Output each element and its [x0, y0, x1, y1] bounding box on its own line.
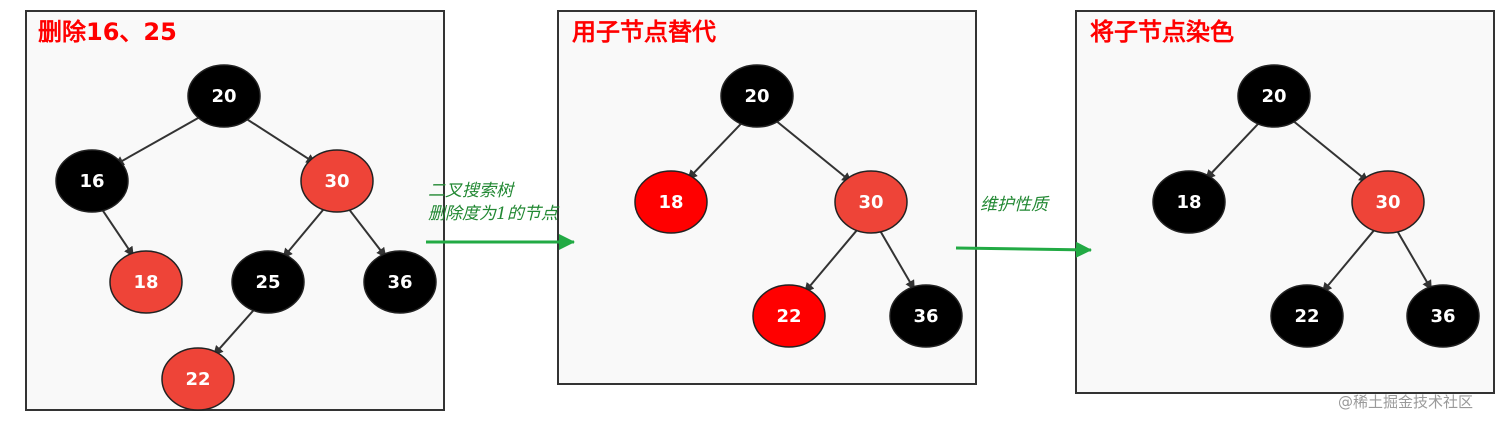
- node-circle: [231, 250, 305, 314]
- tree-nodes: 20 16 30 18 25 36 22: [55, 64, 437, 411]
- tree-edge-20-30: [1287, 116, 1369, 183]
- tree-node-16: 16: [55, 149, 129, 213]
- tree-node-20: 20: [720, 64, 794, 128]
- transition-arrow-1: 二叉搜索树 删除度为1的节点: [426, 181, 575, 250]
- node-label: 18: [658, 192, 683, 213]
- tree-edge-20-18: [687, 119, 746, 180]
- tree-edges: [687, 116, 916, 293]
- node-label: 36: [387, 272, 412, 293]
- panel-title: 用子节点替代: [572, 18, 716, 46]
- panel-delete-16-25: 删除16、25 20 16 30 18 25 36 22: [25, 10, 445, 411]
- tree-edge-20-18: [1205, 119, 1263, 180]
- node-label: 16: [79, 171, 104, 192]
- tree-node-36: 36: [1406, 284, 1480, 348]
- node-circle: [300, 149, 374, 213]
- tree-edge-25-22: [213, 306, 258, 356]
- tree-edge-30-25: [282, 205, 327, 259]
- tree-node-18: 18: [1152, 170, 1226, 234]
- tree-node-25: 25: [231, 250, 305, 314]
- tree-node-18: 18: [109, 250, 183, 314]
- panel-title: 将子节点染色: [1090, 18, 1234, 46]
- tree-edge-30-22: [1321, 226, 1378, 293]
- panel-recolor-child: 将子节点染色 20 18 30 22 36: [1075, 10, 1495, 394]
- tree-node-30: 30: [1351, 170, 1425, 234]
- node-circle: [752, 284, 826, 348]
- panel-replace-with-child: 用子节点替代 20 18 30 22 36: [557, 10, 977, 385]
- tree-node-22: 22: [161, 347, 235, 411]
- node-circle: [187, 64, 261, 128]
- tree-node-36: 36: [889, 284, 963, 348]
- node-label: 20: [211, 86, 236, 107]
- node-label: 20: [744, 86, 769, 107]
- tree-node-22: 22: [752, 284, 826, 348]
- tree-nodes: 20 18 30 22 36: [1152, 64, 1480, 348]
- watermark: @稀土掘金技术社区: [1338, 393, 1473, 411]
- node-label: 22: [776, 306, 801, 327]
- node-circle: [889, 284, 963, 348]
- node-label: 25: [255, 272, 280, 293]
- node-label: 30: [1375, 192, 1400, 213]
- green-arrow: [955, 241, 1092, 258]
- node-circle: [1270, 284, 1344, 348]
- node-circle: [634, 170, 708, 234]
- node-circle: [363, 250, 437, 314]
- node-label: 20: [1261, 86, 1286, 107]
- tree-edge-20-16: [113, 111, 208, 166]
- transition-label-line-2: 删除度为1的节点: [428, 204, 560, 224]
- tree-node-30: 30: [300, 149, 374, 213]
- tree-node-30: 30: [834, 170, 908, 234]
- node-circle: [161, 347, 235, 411]
- tree-node-20: 20: [1237, 64, 1311, 128]
- node-label: 30: [324, 171, 349, 192]
- tree-node-22: 22: [1270, 284, 1344, 348]
- node-circle: [109, 250, 183, 314]
- node-circle: [1152, 170, 1226, 234]
- tree-edges: [100, 111, 387, 356]
- tree-edge-30-36: [346, 206, 387, 258]
- node-label: 22: [1294, 306, 1319, 327]
- transition-arrow-2: 维护性质: [955, 195, 1092, 258]
- node-label: 18: [1176, 192, 1201, 213]
- tree-edge-16-18: [100, 207, 135, 257]
- node-circle: [1351, 170, 1425, 234]
- node-circle: [1237, 64, 1311, 128]
- tree-edge-20-30: [770, 116, 852, 183]
- tree-edge-30-36: [1395, 229, 1433, 291]
- tree-edge-30-22: [804, 226, 861, 293]
- node-label: 30: [858, 192, 883, 213]
- node-circle: [834, 170, 908, 234]
- panel-title: 删除16、25: [38, 18, 177, 46]
- node-label: 36: [913, 306, 938, 327]
- node-label: 22: [185, 369, 210, 390]
- node-circle: [720, 64, 794, 128]
- tree-edge-30-36: [878, 229, 916, 291]
- transition-label-line-1: 二叉搜索树: [428, 181, 515, 201]
- tree-edge-20-30: [239, 113, 317, 165]
- node-circle: [55, 149, 129, 213]
- tree-nodes: 20 18 30 22 36: [634, 64, 963, 348]
- node-label: 36: [1430, 306, 1455, 327]
- tree-node-18: 18: [634, 170, 708, 234]
- transition-label-line-1: 维护性质: [980, 195, 1050, 215]
- tree-node-20: 20: [187, 64, 261, 128]
- node-circle: [1406, 284, 1480, 348]
- node-label: 18: [133, 272, 158, 293]
- tree-edges: [1205, 116, 1433, 293]
- tree-node-36: 36: [363, 250, 437, 314]
